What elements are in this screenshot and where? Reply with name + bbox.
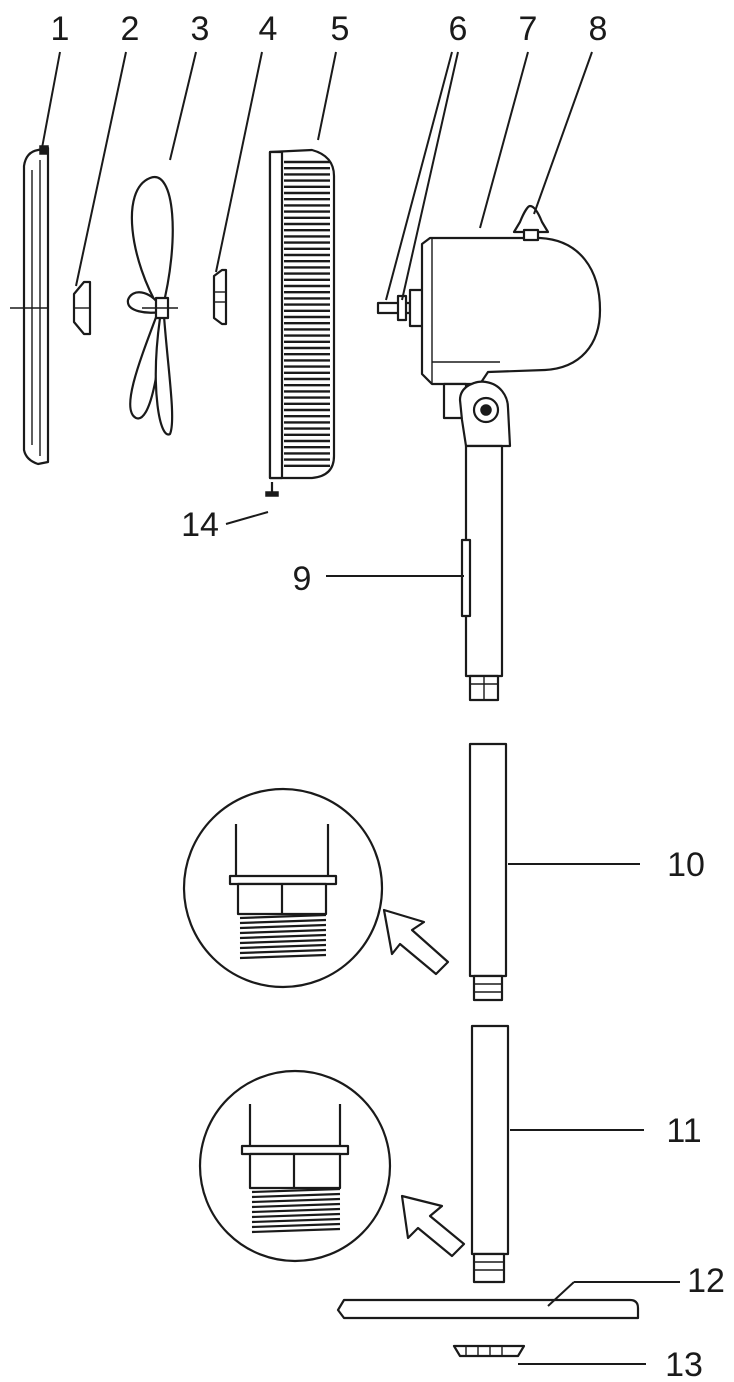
middle-pole [468, 742, 508, 1002]
thread-line [239, 918, 327, 925]
callout-14: 14 [181, 506, 219, 544]
thread-line [251, 1192, 341, 1199]
thread-line [251, 1212, 341, 1219]
leader-4 [215, 51, 263, 273]
thread-line [239, 943, 327, 950]
tilt-joint [442, 380, 512, 448]
arrow-icon-upper [382, 908, 450, 976]
leader-1 [41, 51, 61, 149]
callout-8: 8 [589, 10, 608, 48]
thread-line [239, 913, 327, 920]
thread-line [251, 1217, 341, 1224]
thread-detail-upper [182, 787, 384, 989]
callout-6: 6 [449, 10, 468, 48]
thread-line [239, 938, 327, 945]
base-plate [336, 1298, 640, 1320]
callout-13: 13 [665, 1346, 703, 1382]
leader-3 [169, 51, 197, 161]
callout-4: 4 [259, 10, 278, 48]
thread-line [251, 1202, 341, 1209]
callout-7: 7 [519, 10, 538, 48]
thread-line [239, 928, 327, 935]
screw [265, 482, 279, 497]
callout-11: 11 [666, 1112, 701, 1150]
leader-12 [547, 1281, 575, 1307]
thread-detail-lower [198, 1069, 392, 1263]
rear-nut [212, 268, 228, 326]
leader-5 [317, 51, 337, 141]
thread-line [251, 1222, 341, 1229]
thread-line [251, 1207, 341, 1214]
thread-lines-upper [239, 913, 327, 960]
callout-9: 9 [293, 560, 312, 598]
thread-line [251, 1197, 341, 1204]
leader-8 [533, 51, 593, 215]
leader-6a [385, 51, 453, 301]
front-grille [10, 145, 50, 466]
thread-lines-lower [251, 1187, 341, 1234]
thread-line [251, 1227, 341, 1234]
oscillation-knob [512, 204, 550, 242]
callout-1: 1 [51, 10, 70, 48]
base-nut [452, 1344, 526, 1358]
leader-14 [225, 511, 269, 525]
motor-housing [420, 236, 602, 386]
callout-3: 3 [191, 10, 210, 48]
rear-grille [268, 148, 336, 480]
callout-10: 10 [667, 846, 705, 884]
callout-5: 5 [331, 10, 350, 48]
spinner-cap [72, 280, 92, 336]
thread-line [239, 953, 327, 960]
leader-7 [479, 51, 529, 229]
rear-grille-ribs [284, 160, 330, 467]
leader-2 [75, 51, 127, 287]
leader-lines [41, 51, 680, 1365]
thread-line [239, 923, 327, 930]
callout-2: 2 [121, 10, 140, 48]
callout-12: 12 [687, 1262, 725, 1300]
arrow-icon-lower [400, 1194, 466, 1258]
thread-line [239, 948, 327, 955]
lower-pole [470, 1024, 510, 1284]
leader-6b [401, 51, 459, 301]
thread-line [251, 1187, 341, 1194]
thread-line [239, 933, 327, 940]
fan-blade [126, 175, 178, 436]
motor-shaft [376, 288, 426, 328]
upper-pole [460, 444, 504, 702]
callout-labels: 1 2 3 4 5 6 7 8 9 10 11 12 13 14 [51, 10, 725, 1382]
